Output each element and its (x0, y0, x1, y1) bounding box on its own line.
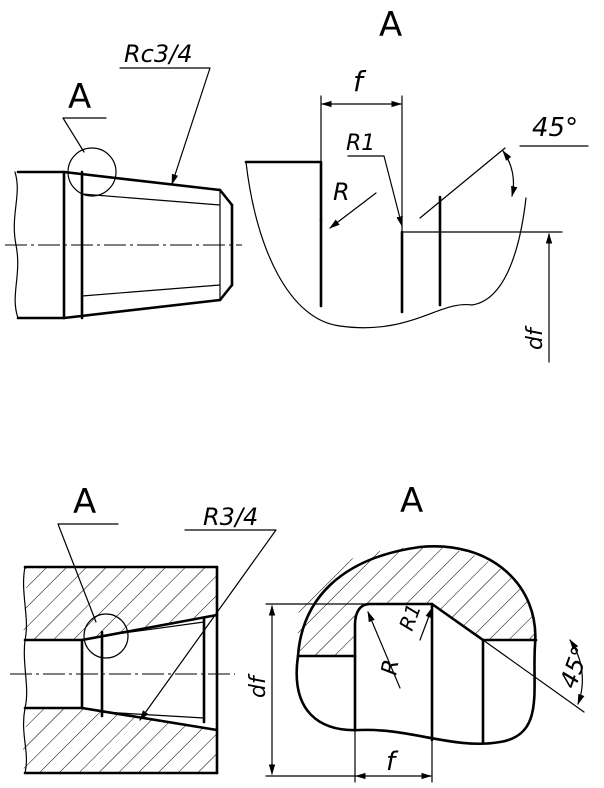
dim-df: df (523, 325, 548, 350)
dim-angle: 45° (532, 113, 578, 143)
dim-df-bottom: df (246, 673, 271, 698)
internal-undercut-detail (265, 544, 585, 783)
dim-f-bottom: f (386, 747, 399, 777)
roughness-leader (119, 67, 211, 186)
dim-r-bottom: R (377, 658, 404, 677)
detail-title: A (379, 5, 402, 45)
dim-angle-bottom: 45° (554, 642, 595, 692)
roughness-label-bottom: R3/4 (203, 503, 258, 531)
roughness-label: Rc3/4 (124, 40, 193, 68)
detail-title-bottom: A (400, 481, 423, 521)
detail-callout-label: A (68, 77, 91, 117)
internal-bore-view (10, 523, 235, 775)
external-undercut-detail (244, 95, 589, 363)
external-shaft-view (5, 117, 242, 320)
detail-callout-label-bottom: A (73, 482, 96, 522)
roughness-leader-bottom (139, 529, 277, 721)
detail-circle (67, 147, 117, 197)
dim-r: R (333, 178, 350, 206)
dim-r1-bottom: R1 (394, 600, 426, 633)
dim-r1: R1 (346, 131, 375, 156)
dim-f: f (353, 65, 367, 98)
